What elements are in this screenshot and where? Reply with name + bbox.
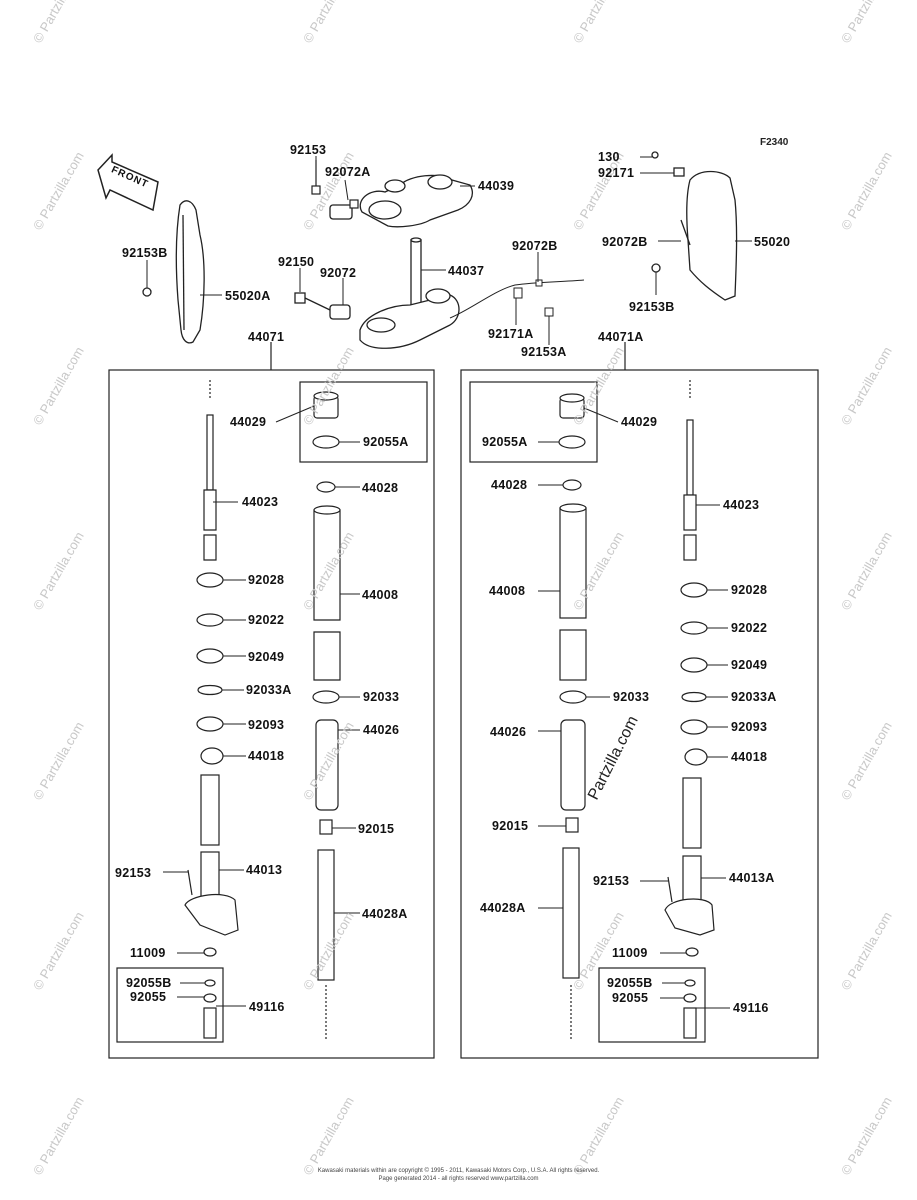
part-label: 92072B xyxy=(602,235,648,249)
right-fork-box xyxy=(460,369,819,1059)
part-label: 44023 xyxy=(723,498,760,512)
part-label: 92033A xyxy=(246,683,292,697)
copyright-line: Page generated 2014 - all rights reserve… xyxy=(378,1176,539,1182)
part-label: 92171 xyxy=(598,166,635,180)
part-label: 44028 xyxy=(362,481,399,495)
part-label: 49116 xyxy=(249,1000,285,1014)
part-label: 44018 xyxy=(248,749,285,763)
figure-code: F2340 xyxy=(760,137,789,148)
part-label: 130 xyxy=(598,150,620,164)
part-label: 92033 xyxy=(613,690,650,704)
part-label: 44018 xyxy=(731,750,768,764)
part-label: 92033 xyxy=(363,690,400,704)
part-label: 92055A xyxy=(363,435,409,449)
part-label: 92150 xyxy=(278,255,315,269)
part-label: 92022 xyxy=(731,621,768,635)
part-label: 92055B xyxy=(126,976,172,990)
part-label: 55020 xyxy=(754,235,791,249)
part-label: 44023 xyxy=(242,495,279,509)
part-label: 92093 xyxy=(731,720,768,734)
part-label: 44028A xyxy=(480,901,526,915)
part-label: 92055 xyxy=(130,990,167,1004)
part-label: 92093 xyxy=(248,718,285,732)
part-label: 44039 xyxy=(478,179,515,193)
part-label: 44071A xyxy=(598,330,644,344)
part-label: 44008 xyxy=(489,584,526,598)
part-label: 44028A xyxy=(362,907,408,921)
part-label: 92153 xyxy=(593,874,630,888)
part-label: 92153B xyxy=(122,246,168,260)
part-label: 92049 xyxy=(248,650,285,664)
part-label: 92049 xyxy=(731,658,768,672)
part-label: 49116 xyxy=(733,1001,769,1015)
part-label: 92153B xyxy=(629,300,675,314)
part-label: 92072 xyxy=(320,266,357,280)
part-label: 44037 xyxy=(448,264,485,278)
part-label: 11009 xyxy=(130,946,166,960)
part-label: 92028 xyxy=(248,573,285,587)
part-label: 92153 xyxy=(115,866,152,880)
part-label: 92022 xyxy=(248,613,285,627)
part-label: 92072A xyxy=(325,165,371,179)
part-label: 55020A xyxy=(225,289,271,303)
part-label: 92033A xyxy=(731,690,777,704)
part-label: 92055 xyxy=(612,991,649,1005)
part-label: 92171A xyxy=(488,327,534,341)
part-label: 44013A xyxy=(729,871,775,885)
part-label: 92072B xyxy=(512,239,558,253)
part-label: 44071 xyxy=(248,330,285,344)
part-label: 92055B xyxy=(607,976,653,990)
part-label: 92153A xyxy=(521,345,567,359)
part-label: 92153 xyxy=(290,143,327,157)
part-label: 92015 xyxy=(492,819,529,833)
copyright-line: Kawasaki materials within are copyright … xyxy=(317,1168,600,1174)
part-label: 92015 xyxy=(358,822,395,836)
part-label: 44008 xyxy=(362,588,399,602)
part-label: 44028 xyxy=(491,478,528,492)
part-label: 44029 xyxy=(230,415,267,429)
part-label: 92055A xyxy=(482,435,528,449)
part-label: 11009 xyxy=(612,946,648,960)
part-label: 44026 xyxy=(363,723,400,737)
part-label: 44026 xyxy=(490,725,527,739)
part-label: 44029 xyxy=(621,415,658,429)
part-label: 44013 xyxy=(246,863,283,877)
part-label: 92028 xyxy=(731,583,768,597)
